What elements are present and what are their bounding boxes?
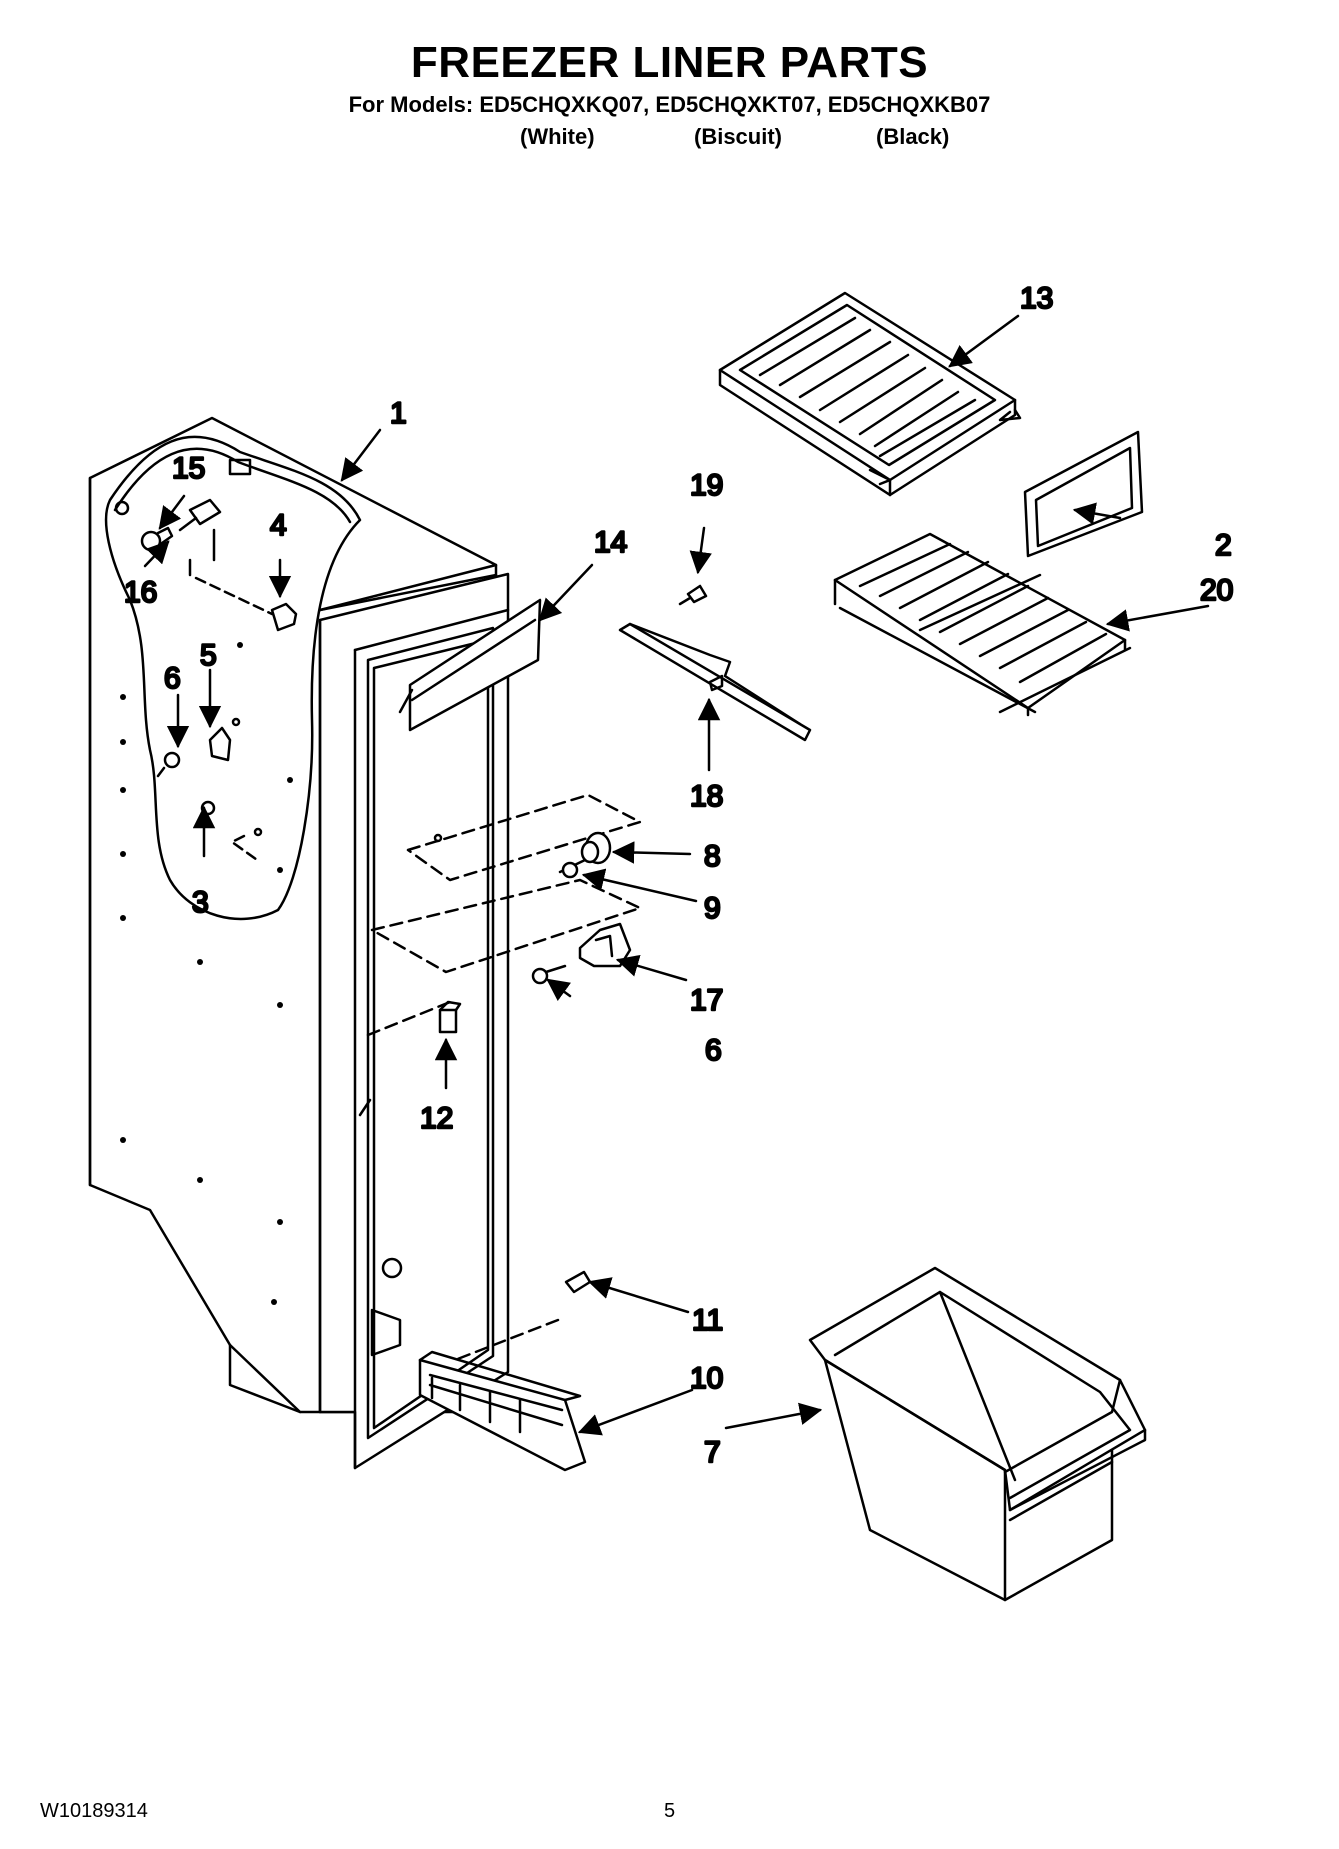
duct-cover <box>398 598 542 732</box>
models-line: For Models: ED5CHQXKQ07, ED5CHQXKT07, ED… <box>348 92 991 117</box>
shelf-rail <box>618 584 812 742</box>
callout-11: 11 <box>692 1304 723 1337</box>
roller <box>558 831 612 879</box>
callout-17: 17 <box>690 984 723 1017</box>
light-bulb <box>140 498 222 577</box>
callout-6-upper: 6 <box>164 662 181 695</box>
wire-shelf <box>833 532 1132 717</box>
callout-1: 1 <box>390 397 407 430</box>
callout-4: 4 <box>270 509 287 542</box>
callout-19: 19 <box>690 469 723 502</box>
callout-16: 16 <box>124 576 157 609</box>
callout-20: 20 <box>1200 574 1233 607</box>
switch <box>438 1000 462 1034</box>
callout-9: 9 <box>704 892 721 925</box>
bracket <box>208 717 241 762</box>
callout-5: 5 <box>200 639 217 672</box>
document-number: W10189314 <box>40 1800 148 1822</box>
leader-lines <box>143 314 1210 1436</box>
callout-2: 2 <box>1215 529 1232 562</box>
callout-14: 14 <box>594 526 627 559</box>
bin <box>808 1266 1147 1602</box>
projection-lines <box>366 793 642 1362</box>
glass-shelf <box>718 291 1022 497</box>
freezer-liner <box>88 416 510 1470</box>
callout-18: 18 <box>690 780 723 813</box>
callout-3: 3 <box>192 886 209 919</box>
glass-panel <box>1023 430 1144 558</box>
callout-6-lower: 6 <box>705 1034 722 1067</box>
screw <box>564 1270 592 1294</box>
callout-8: 8 <box>704 840 721 873</box>
variant-black: (Black) <box>876 124 950 149</box>
callout-12: 12 <box>420 1102 453 1135</box>
page-title: FREEZER LINER PARTS <box>410 38 929 87</box>
screw <box>156 751 181 778</box>
callout-labels: 1 2 3 4 5 6 6 7 8 9 10 11 12 13 14 15 16… <box>123 281 1235 1471</box>
grille <box>418 1350 587 1472</box>
callout-7: 7 <box>704 1436 721 1469</box>
callout-10: 10 <box>690 1362 723 1395</box>
callout-15: 15 <box>172 452 205 485</box>
shelf-bracket <box>531 922 632 985</box>
callout-13: 13 <box>1020 282 1053 315</box>
clip <box>194 576 298 632</box>
variant-white: (White) <box>520 124 595 149</box>
page-number: 5 <box>663 1800 676 1822</box>
variant-biscuit: (Biscuit) <box>694 124 782 149</box>
